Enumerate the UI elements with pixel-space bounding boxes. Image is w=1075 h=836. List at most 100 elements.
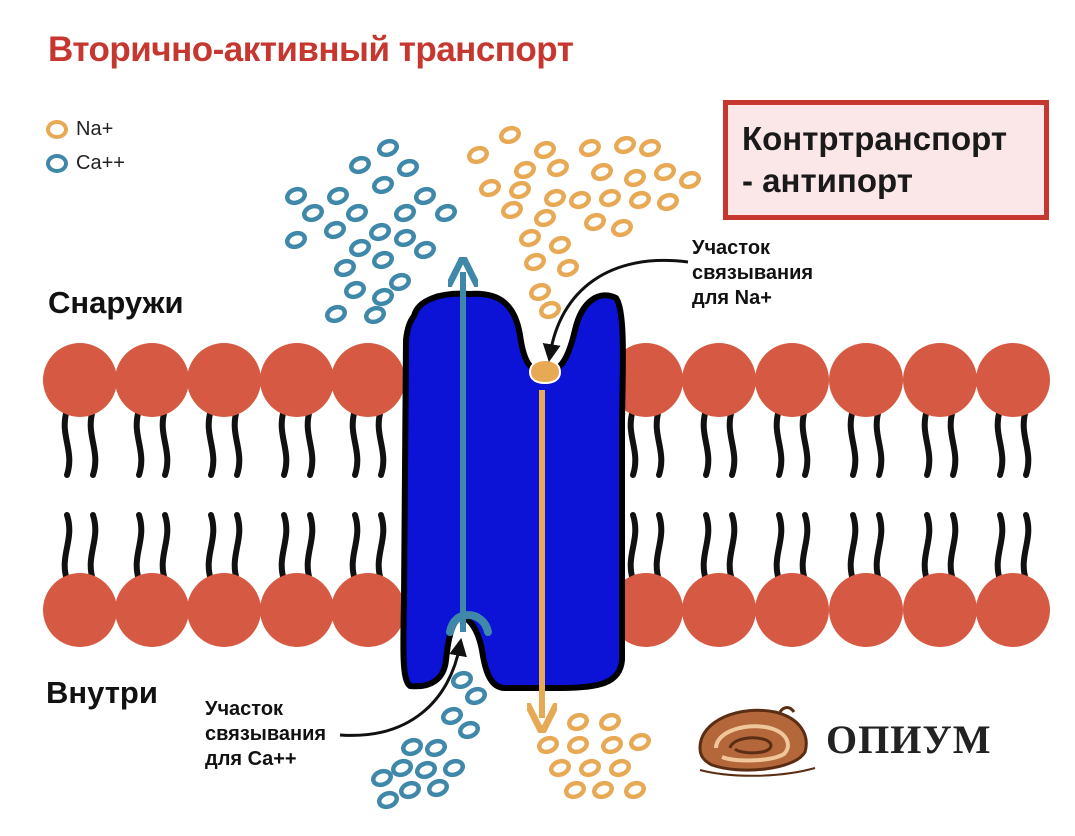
lipid-tail	[627, 407, 639, 583]
ca-ion	[285, 186, 307, 206]
inside-label: Внутри	[46, 675, 158, 710]
ca-ion	[325, 304, 347, 324]
lipid-tail	[700, 407, 712, 583]
lipid-tail	[994, 407, 1006, 583]
legend-ca-label: Ca++	[76, 152, 125, 174]
ca-ion-icon	[46, 154, 68, 173]
na-ion	[639, 138, 661, 158]
antiport-box-line1: Контртранспорт	[742, 120, 1008, 157]
na-ion	[499, 125, 521, 145]
lipid-tail	[133, 407, 145, 583]
ca-ion	[394, 203, 416, 223]
ca-ion	[399, 780, 421, 800]
na-ion	[624, 168, 646, 188]
ca-site-line1: Участок	[205, 698, 284, 720]
lipid-tail	[231, 407, 243, 583]
na-ion	[629, 190, 651, 210]
na-ion	[592, 780, 614, 800]
na-ion	[584, 212, 606, 232]
na-ion	[534, 140, 556, 160]
antiport-box: Контртранспорт - антипорт	[723, 100, 1049, 220]
brand-name: ОПИУМ	[826, 717, 992, 762]
ca-ion	[414, 186, 436, 206]
ca-ion	[465, 686, 487, 706]
na-ion	[557, 258, 579, 278]
na-ion	[609, 758, 631, 778]
ca-ion	[425, 738, 447, 758]
na-ion	[629, 732, 651, 752]
ca-ion	[324, 220, 346, 240]
lipid-tail	[1020, 407, 1032, 583]
na-site-line3: для Na+	[692, 287, 772, 309]
lipid-head	[755, 343, 829, 417]
na-ion	[614, 135, 636, 155]
na-ion	[467, 145, 489, 165]
opium-logo-icon	[698, 706, 816, 777]
na-ion	[549, 235, 571, 255]
na-ion	[591, 162, 613, 182]
outside-label: Снаружи	[48, 285, 184, 320]
ca-ion	[451, 670, 473, 690]
lipid-tail	[773, 407, 785, 583]
lipid-tail	[726, 407, 738, 583]
na-ion	[601, 735, 623, 755]
lipid-head	[260, 573, 334, 647]
na-ion	[534, 208, 556, 228]
ca-ion	[391, 758, 413, 778]
lipid-head	[187, 573, 261, 647]
antiporter-protein	[400, 290, 626, 691]
na-ion	[579, 758, 601, 778]
ca-ion	[285, 230, 307, 250]
ca-ion	[401, 737, 423, 757]
ca-ion	[441, 706, 463, 726]
ca-ion	[302, 203, 324, 223]
ca-ion	[349, 155, 371, 175]
lipid-tail	[947, 407, 959, 583]
lipid-tail	[653, 407, 665, 583]
lipid-head	[755, 573, 829, 647]
legend-na-label: Na+	[76, 118, 114, 140]
lipid-tail	[278, 407, 290, 583]
lipid-head	[682, 343, 756, 417]
ca-ion	[344, 280, 366, 300]
na-ion	[549, 758, 571, 778]
na-binding-site	[528, 358, 562, 385]
ca-ion	[346, 203, 368, 223]
na-ion	[599, 712, 621, 732]
na-site-line2: связывания	[692, 262, 814, 284]
na-site-pointer	[542, 259, 689, 363]
diagram-title: Вторично-активный транспорт	[48, 30, 574, 69]
ca-ion	[334, 258, 356, 278]
lipid-head	[331, 343, 405, 417]
ca-ion	[427, 778, 449, 798]
ca-ion	[397, 158, 419, 178]
lipid-head	[976, 573, 1050, 647]
na-ion	[567, 735, 589, 755]
lipid-head	[682, 573, 756, 647]
ca-ion	[389, 272, 411, 292]
na-ion	[537, 735, 559, 755]
lipid-tail	[799, 407, 811, 583]
na-ion-icon	[46, 120, 68, 139]
lipid-head	[260, 343, 334, 417]
legend-na: Na+	[46, 118, 113, 141]
ca-site-line3: для Ca++	[205, 748, 297, 770]
na-ion	[519, 228, 541, 248]
ca-ion	[349, 238, 371, 258]
ca-ion	[394, 228, 416, 248]
sodium-ions	[467, 125, 701, 800]
na-ion	[514, 160, 536, 180]
na-ion	[654, 162, 676, 182]
na-ion	[547, 158, 569, 178]
ca-ion	[364, 305, 386, 325]
na-ion	[679, 170, 701, 190]
na-ion	[611, 218, 633, 238]
na-site-line1: Участок	[692, 237, 771, 259]
lipid-tail	[349, 407, 361, 583]
na-ion	[569, 190, 591, 210]
ca-ion	[371, 768, 393, 788]
calcium-ions	[285, 138, 487, 810]
lipid-head	[331, 573, 405, 647]
lipid-heads	[43, 343, 1050, 647]
